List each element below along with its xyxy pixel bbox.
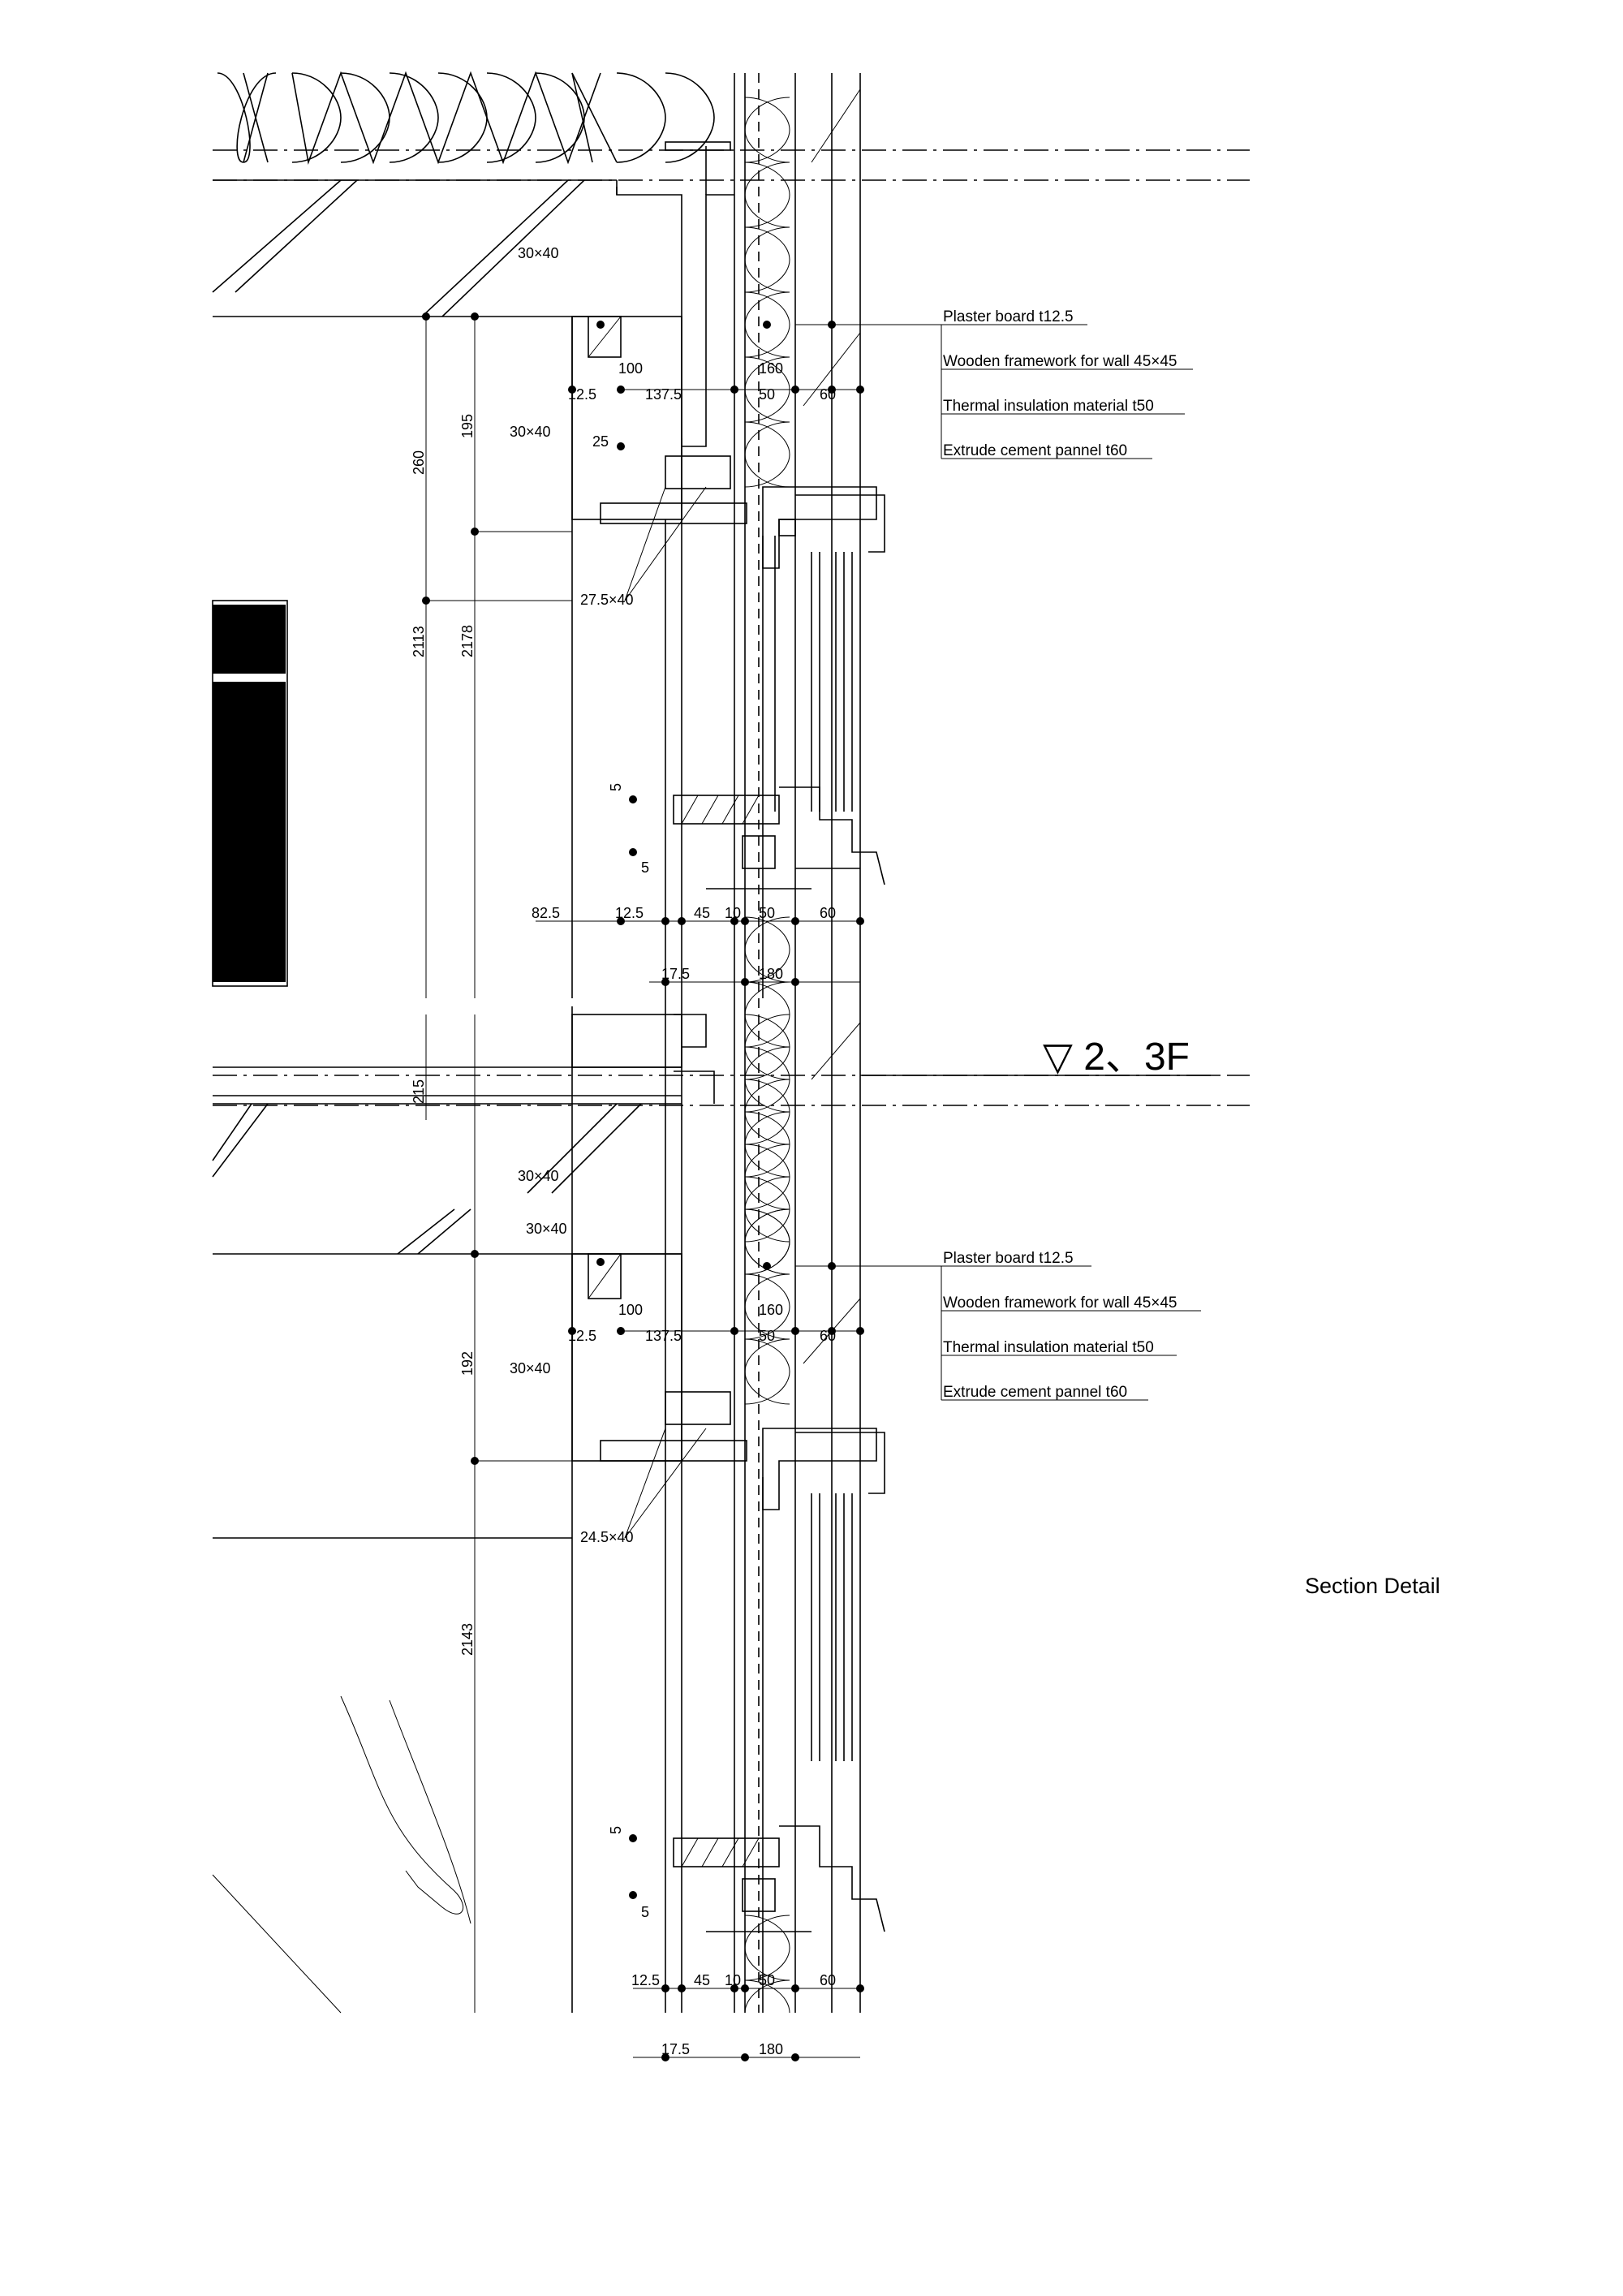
dim-lower-192: 192 (459, 1351, 476, 1376)
dim-lower-60: 60 (820, 1328, 836, 1344)
floor-slab-mid (212, 1014, 715, 1255)
dim-bottom-60: 60 (820, 1972, 836, 1988)
lower-note-2: Thermal insulation material t50 (943, 1339, 1154, 1356)
figure-hand (340, 1695, 464, 1915)
dim-upper-2178: 2178 (459, 625, 476, 657)
cabinet (212, 600, 288, 987)
dim-lower-50: 50 (759, 1328, 775, 1344)
dim-lower-30x40-b: 30×40 (526, 1221, 567, 1237)
window-sill-top (673, 786, 885, 890)
dim-upper-25: 25 (592, 433, 609, 450)
dim-lower-24-5x40: 24.5×40 (580, 1529, 634, 1545)
figure-line (212, 1874, 342, 2014)
dim-bottom-50: 50 (759, 1972, 775, 1988)
level-marker: ▽ 2、3F (1043, 1036, 1190, 1079)
caption: Section Detail (1305, 1574, 1440, 1598)
lower-note-3: Extrude cement pannel t60 (943, 1384, 1127, 1401)
note-leaders (624, 324, 1201, 1539)
dim-upper-137-5: 137.5 (645, 386, 682, 403)
dim-lower-100: 100 (618, 1302, 643, 1318)
dim-lower-160: 160 (759, 1302, 783, 1318)
wall-insulation (744, 97, 790, 2014)
wall-layers (571, 73, 861, 2013)
dim-bottom-5-bot: 5 (641, 1904, 649, 1920)
window-head-top (571, 316, 885, 998)
dim-mid-180: 180 (759, 966, 783, 982)
dim-upper-160: 160 (759, 360, 783, 377)
upper-note-3: Extrude cement pannel t60 (943, 442, 1127, 459)
figure-arm (389, 1699, 471, 1924)
dim-upper-30x40-a: 30×40 (518, 245, 559, 261)
dim-lower-30x40-c: 30×40 (510, 1360, 551, 1376)
dim-bottom-5-top: 5 (608, 1826, 624, 1834)
lower-note-0: Plaster board t12.5 (943, 1250, 1074, 1267)
dim-upper-195: 195 (459, 414, 476, 438)
dim-lower-12-5: 12.5 (568, 1328, 596, 1344)
dim-mid-45: 45 (694, 905, 710, 921)
dim-upper-260: 260 (411, 450, 427, 475)
dim-mid-50: 50 (759, 905, 775, 921)
dim-mid-12-5: 12.5 (615, 905, 644, 921)
dim-upper-30x40-b: 30×40 (510, 424, 551, 440)
dim-mid-82-5: 82.5 (532, 905, 560, 921)
roof-insulation (217, 71, 715, 166)
lower-note-1: Wooden framework for wall 45×45 (943, 1294, 1177, 1312)
upper-note-0: Plaster board t12.5 (943, 308, 1074, 325)
dim-upper-60: 60 (820, 386, 836, 403)
window-sill-lower (673, 1825, 885, 1932)
upper-note-1: Wooden framework for wall 45×45 (943, 353, 1177, 370)
dim-mid-5-top: 5 (608, 783, 624, 791)
dim-bottom-17-5: 17.5 (661, 2041, 690, 2057)
dim-lower-30x40-a: 30×40 (518, 1168, 559, 1184)
floor-slab-hatch-top (212, 179, 585, 317)
dim-mid-5-bot: 5 (641, 859, 649, 876)
upper-note-2: Thermal insulation material t50 (943, 398, 1154, 415)
dim-mid-10: 10 (725, 905, 741, 921)
dim-bottom-12-5: 12.5 (631, 1972, 660, 1988)
dimension-lines (213, 317, 942, 2058)
dim-mid-215: 215 (411, 1079, 427, 1104)
window-head-lower (571, 1253, 885, 2013)
dim-mid-17-5: 17.5 (661, 966, 690, 982)
dim-mid-60: 60 (820, 905, 836, 921)
dim-bottom-10: 10 (725, 1972, 741, 1988)
dim-upper-12-5: 12.5 (568, 386, 596, 403)
dim-upper-27-5x40: 27.5×40 (580, 592, 634, 608)
dim-bottom-180: 180 (759, 2041, 783, 2057)
dim-upper-2113: 2113 (411, 626, 427, 657)
dim-lower-2143: 2143 (459, 1623, 476, 1656)
dim-upper-50: 50 (759, 386, 775, 403)
dim-upper-100: 100 (618, 360, 643, 377)
dim-bottom-45: 45 (694, 1972, 710, 1988)
dim-lower-137-5: 137.5 (645, 1328, 682, 1344)
dimension-dots (422, 312, 864, 2061)
